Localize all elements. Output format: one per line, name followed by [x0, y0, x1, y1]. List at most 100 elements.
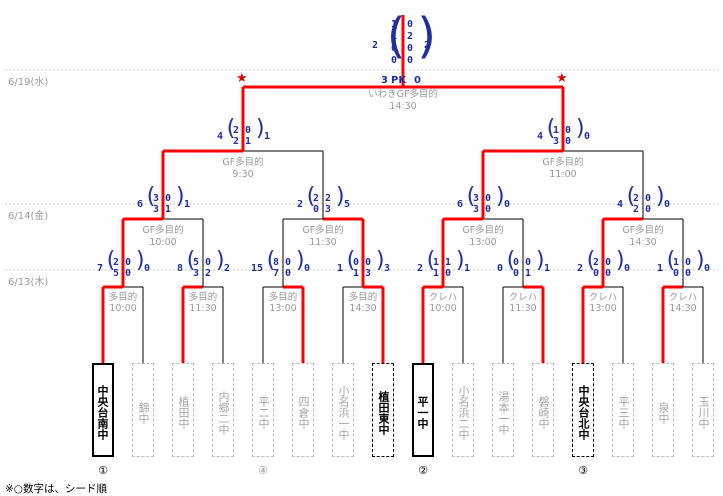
final-pk-b: 0 [414, 75, 421, 86]
final-row-3-b: 0 [407, 55, 414, 66]
r1-score-2-h2-b: 0 [285, 268, 292, 279]
r2-score-2-h1-b: 0 [485, 193, 492, 204]
final-pk-label: PK [391, 75, 407, 86]
r1-venue-0: 多目的 [108, 292, 138, 303]
final-row-3-a: 0 [391, 55, 398, 66]
final-row-0-b: 0 [407, 19, 414, 30]
r1-score-7-h2-b: 0 [685, 268, 692, 279]
team-0: 中央台南中 [92, 363, 114, 457]
final-row-1-a: 1 [391, 31, 398, 42]
r1-score-3-h2-b: 3 [365, 268, 372, 279]
winner-star-right: ★ [556, 71, 568, 86]
team-3: 内郷二中 [212, 363, 234, 457]
r1-time-4: 10:00 [429, 303, 457, 314]
seed-mark-1: ④ [258, 464, 268, 477]
sf-score-1-h2-b: 0 [565, 136, 572, 147]
r2-time-0: 10:00 [149, 237, 177, 248]
r1-score-7-total-b: 0 [704, 263, 711, 274]
r2-score-0-total-b: 1 [184, 199, 191, 210]
r1-score-7-h1-b: 0 [685, 257, 692, 268]
r1-score-2-h1-b: 0 [285, 257, 292, 268]
sf-venue-1: GF多目的 [542, 157, 584, 168]
r1-score-0-h1-b: 0 [125, 257, 132, 268]
r1-score-4-h1-b: 1 [445, 257, 452, 268]
r1-score-6-h2-a: 0 [593, 268, 600, 279]
team-7: 植田東中 [372, 363, 394, 457]
r1-score-3-h1-a: 0 [353, 257, 360, 268]
sf-time-0: 9:30 [232, 169, 254, 180]
r1-score-5-h2-a: 0 [513, 268, 520, 279]
r1-score-7-h2-a: 0 [673, 268, 680, 279]
r1-score-1-h1-b: 0 [205, 257, 212, 268]
r1-venue-2: 多目的 [268, 292, 298, 303]
r1-venue-4: クレハ [428, 292, 458, 303]
r2-score-2-total-a: 6 [456, 199, 463, 210]
sf-score-1-total-a: 4 [536, 131, 543, 142]
r2-score-2-total-b: 0 [504, 199, 511, 210]
sf-time-1: 11:00 [549, 169, 577, 180]
r1-time-5: 11:30 [509, 303, 537, 314]
r2-score-1-h2-a: 0 [313, 204, 320, 215]
r2-score-1-h1-b: 2 [325, 193, 332, 204]
r2-time-1: 11:30 [309, 237, 337, 248]
r2-score-2-h1-a: 3 [473, 193, 480, 204]
final-venue: いわきGF多目的 [368, 89, 438, 100]
r1-score-5-total-b: 1 [544, 263, 551, 274]
r1-venue-1: 多目的 [188, 292, 218, 303]
footnote: ※○数字は、シード順 [5, 483, 107, 495]
r1-score-4-h1-a: 1 [433, 257, 440, 268]
r2-score-3-total-a: 4 [616, 199, 623, 210]
r1-score-3-total-a: 1 [336, 263, 343, 274]
r2-score-0-h1-b: 0 [165, 193, 172, 204]
r1-score-1-h2-b: 2 [205, 268, 212, 279]
team-14: 泉中 [652, 363, 674, 457]
team-1: 錦中 [132, 363, 154, 457]
r2-score-0-h2-b: 1 [165, 204, 172, 215]
r1-score-4-h2-a: 1 [433, 268, 440, 279]
r1-score-0-total-b: 0 [144, 263, 151, 274]
r1-score-6-h2-b: 0 [605, 268, 612, 279]
r1-score-0-total-a: 7 [96, 263, 103, 274]
team-15: 玉川中 [692, 363, 714, 457]
r1-score-5-h1-b: 0 [525, 257, 532, 268]
seed-mark-0: ① [98, 464, 108, 477]
r1-score-4-total-a: 2 [416, 263, 423, 274]
r2-score-3-total-b: 0 [664, 199, 671, 210]
final-paren-l: ( [381, 8, 410, 64]
r1-score-6-total-b: 0 [624, 263, 631, 274]
r1-score-1-h1-a: 5 [193, 257, 200, 268]
r2-score-3-h2-b: 0 [645, 204, 652, 215]
r1-time-0: 10:00 [109, 303, 137, 314]
sf-score-1-h1-b: 0 [565, 125, 572, 136]
r1-score-0-h1-a: 2 [113, 257, 120, 268]
sf-score-1-total-b: 0 [584, 131, 591, 142]
final-time: 14:30 [389, 101, 417, 112]
r2-score-3-h2-a: 2 [633, 204, 640, 215]
r1-score-6-total-a: 2 [576, 263, 583, 274]
r2-score-2-h2-a: 3 [473, 204, 480, 215]
r2-score-3-h1-b: 0 [645, 193, 652, 204]
r1-venue-7: クレハ [668, 292, 698, 303]
r1-score-7-h1-a: 1 [673, 257, 680, 268]
r2-score-3-h1-a: 2 [633, 193, 640, 204]
r2-venue-2: GF多目的 [462, 225, 504, 236]
r1-score-1-total-a: 8 [176, 263, 183, 274]
team-9: 小名浜二中 [452, 363, 474, 457]
final-total-b: 2 [424, 40, 431, 51]
r1-score-5-h2-b: 1 [525, 268, 532, 279]
r1-score-2-total-a: 15 [250, 263, 263, 274]
winner-star-left: ★ [236, 71, 248, 86]
r2-venue-1: GF多目的 [302, 225, 344, 236]
r2-time-2: 13:00 [469, 237, 497, 248]
r1-score-5-total-a: 0 [496, 263, 503, 274]
r2-score-0-h1-a: 3 [153, 193, 160, 204]
r1-score-0-h2-a: 5 [113, 268, 120, 279]
r2-score-1-h2-b: 3 [325, 204, 332, 215]
r2-venue-0: GF多目的 [142, 225, 184, 236]
team-13: 平三中 [612, 363, 634, 457]
sf-score-0-h1-b: 0 [245, 125, 252, 136]
r1-score-5-h1-a: 0 [513, 257, 520, 268]
seed-mark-2: ② [418, 464, 428, 477]
final-row-2-b: 0 [407, 43, 414, 54]
